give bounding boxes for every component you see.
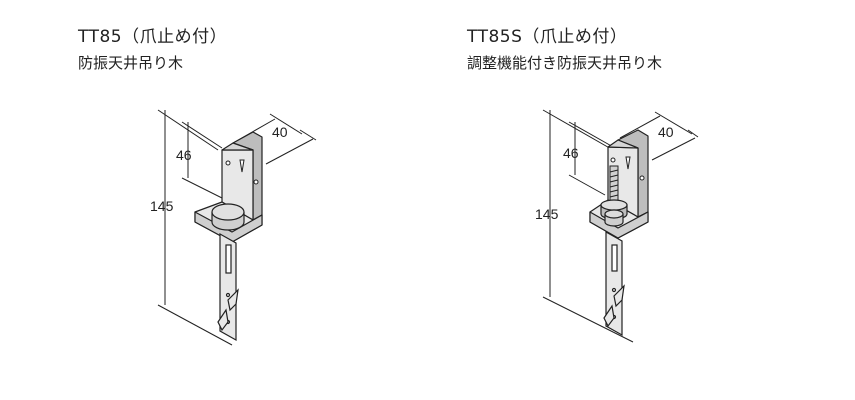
hanger-drawing-tt85: 145 46 40 [150,109,317,346]
rubber-cushion [211,203,245,231]
product-description: 調整機能付き防振天井吊り木 [467,54,663,72]
product-description: 防振天井吊り木 [78,54,184,72]
product-panel-tt85s: TT85S（爪止め付） 調整機能付き防振天井吊り木 145 46 40 [430,0,850,400]
adjustment-nut [600,199,628,227]
dimension-label-top-offset: 46 [176,147,192,163]
product-panel-tt85: TT85（爪止め付） 防振天井吊り木 145 46 40 [0,0,420,400]
dimension-lines [542,109,699,343]
dimension-label-height: 145 [535,206,559,222]
dimension-label-width: 40 [658,124,674,140]
adjustment-bolt [609,165,619,207]
hanger-drawing-tt85s: 145 46 40 [535,109,699,343]
claw-stops [217,288,239,332]
mounting-holes [225,159,259,185]
dimension-label-width: 40 [272,124,288,140]
dimension-label-top-offset: 46 [563,145,579,161]
dimension-label-height: 145 [150,198,174,214]
dimension-lines [157,109,317,346]
claw-stops [603,284,625,328]
product-model-title: TT85（爪止め付） [78,27,228,47]
mounting-holes [610,156,645,181]
product-model-title: TT85S（爪止め付） [467,27,628,47]
